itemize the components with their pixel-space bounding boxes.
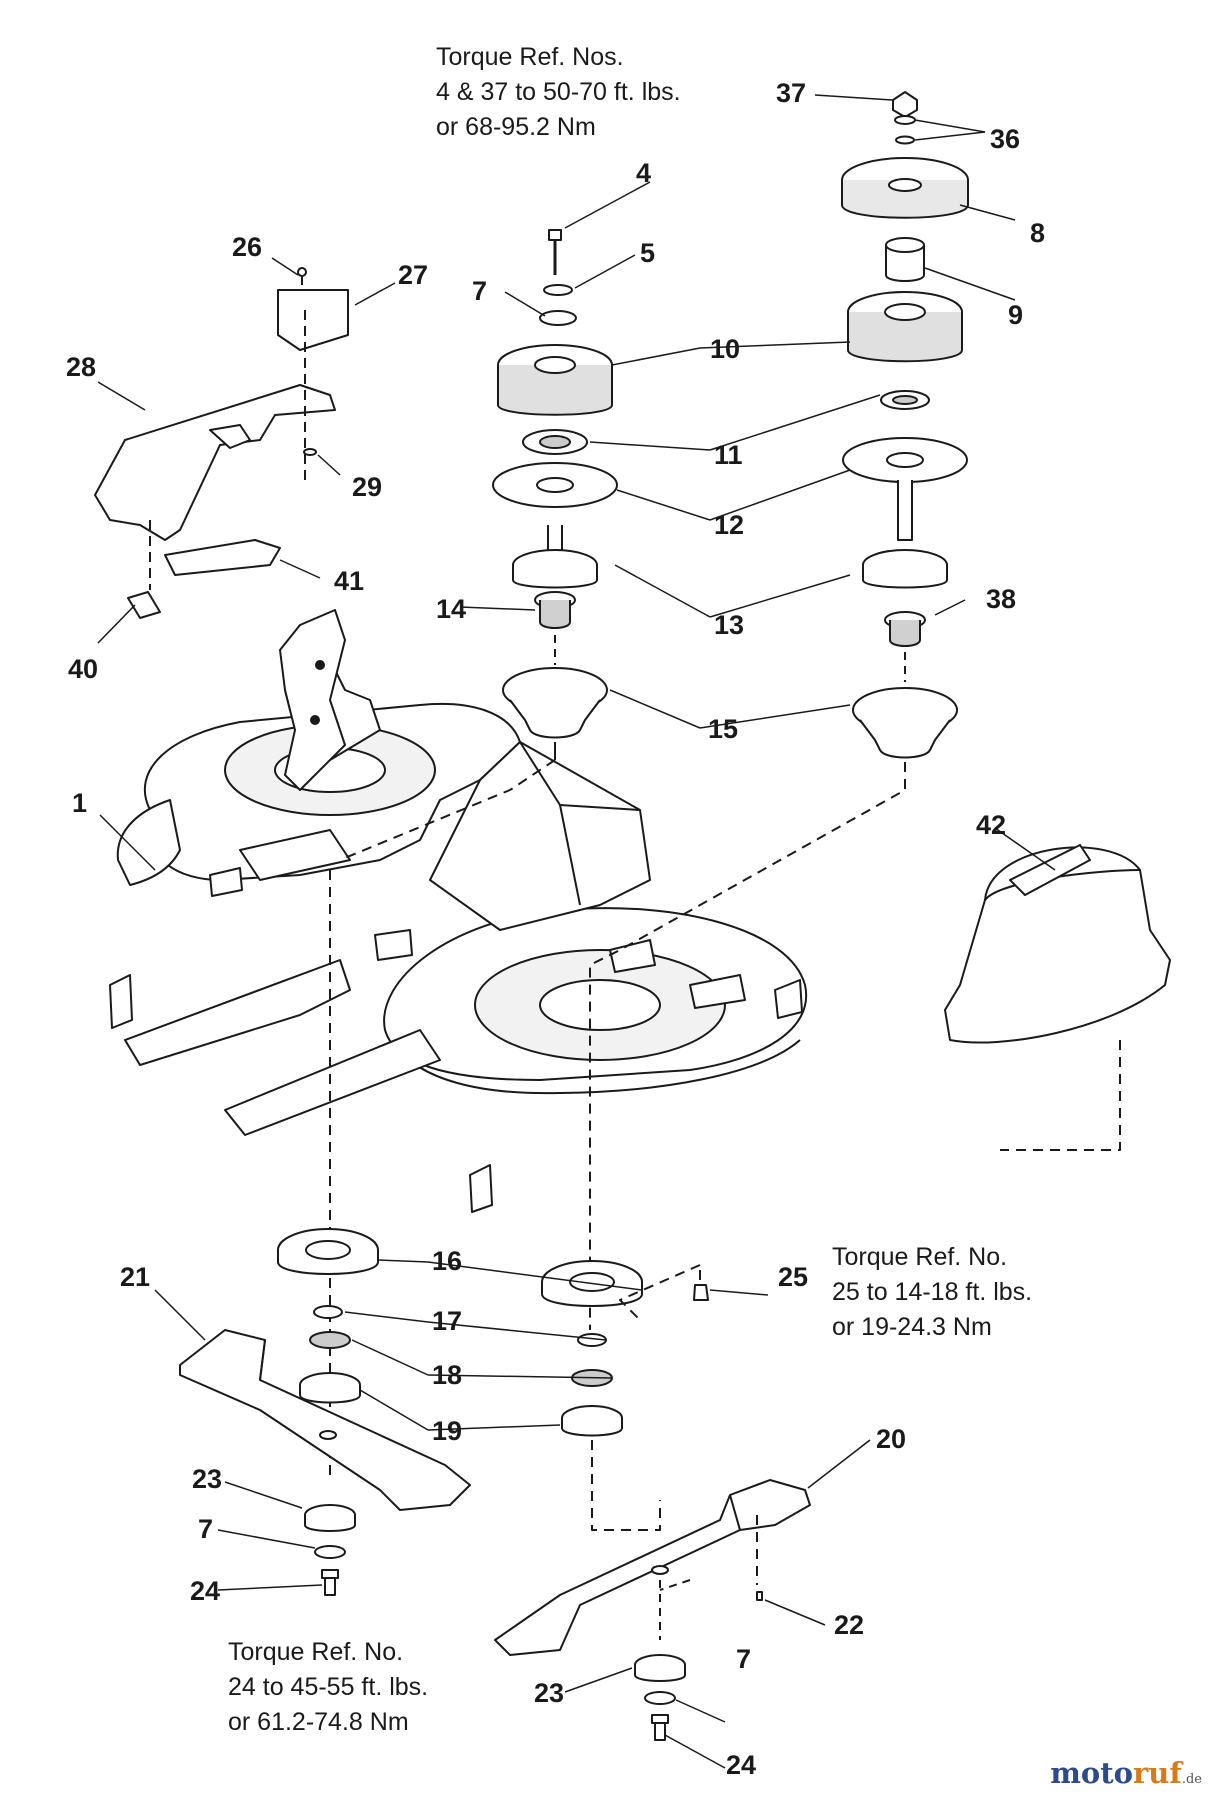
callout-7-right: 7 [736, 1644, 752, 1674]
callout-28: 28 [66, 352, 97, 382]
discharge-chute [944, 844, 1171, 1151]
callout-23-right: 23 [534, 1678, 565, 1708]
mower-deck-housing [109, 609, 808, 1213]
lower-right-stack [541, 1260, 709, 1531]
callout-9: 9 [1008, 300, 1024, 330]
right-spindle-stack [589, 91, 969, 1330]
callout-24-left: 24 [190, 1576, 221, 1606]
torque-note-blade-bolt: Torque Ref. No. 24 to 45-55 ft. lbs. or … [228, 1635, 428, 1740]
callout-5: 5 [640, 238, 656, 268]
callout-4: 4 [636, 158, 652, 188]
callout-26: 26 [232, 232, 263, 262]
callout-36: 36 [990, 124, 1021, 154]
callout-22: 22 [834, 1610, 865, 1640]
watermark-part-b: ruf [1133, 1756, 1182, 1790]
watermark-suffix: .de [1181, 1772, 1202, 1787]
belt-shield-cover [94, 267, 349, 619]
callout-23-left: 23 [192, 1464, 223, 1494]
torque-note-line: 24 to 45-55 ft. lbs. [228, 1673, 429, 1701]
lower-left-stack [277, 1228, 379, 1404]
callout-42: 42 [976, 810, 1007, 840]
torque-note-line: or 61.2-74.8 Nm [228, 1708, 409, 1736]
right-blade [494, 1479, 811, 1741]
callout-19: 19 [432, 1416, 463, 1446]
left-spindle-stack [329, 229, 618, 1480]
left-blade [179, 1329, 471, 1596]
callout-13: 13 [714, 610, 745, 640]
callout-17: 17 [432, 1306, 463, 1336]
callout-24-right: 24 [726, 1750, 757, 1780]
callout-40: 40 [68, 654, 99, 684]
callout-7-top: 7 [472, 276, 488, 306]
callout-25: 25 [778, 1262, 809, 1292]
callout-18: 18 [432, 1360, 463, 1390]
callout-16: 16 [432, 1246, 463, 1276]
callout-37: 37 [776, 78, 807, 108]
watermark-part-a: moto [1050, 1756, 1133, 1790]
callout-14: 14 [436, 594, 467, 624]
callout-15: 15 [708, 714, 739, 744]
watermark-logo: motoruf.de [1050, 1756, 1202, 1790]
torque-note-spindle: Torque Ref. Nos. 4 & 37 to 50-70 ft. lbs… [436, 40, 681, 145]
callout-10: 10 [710, 334, 741, 364]
leader-lines [97, 94, 1056, 1769]
callout-29: 29 [352, 472, 383, 502]
torque-note-line: Torque Ref. Nos. [436, 43, 624, 71]
callout-38: 38 [986, 584, 1017, 614]
torque-note-line: Torque Ref. No. [832, 1243, 1008, 1271]
callout-20: 20 [876, 1424, 907, 1454]
torque-note-screw: Torque Ref. No. 25 to 14-18 ft. lbs. or … [832, 1240, 1032, 1345]
callout-8: 8 [1030, 218, 1046, 248]
callout-41: 41 [334, 566, 365, 596]
callout-12: 12 [714, 510, 745, 540]
callout-1: 1 [72, 788, 88, 818]
torque-note-line: Torque Ref. No. [228, 1638, 404, 1666]
callout-21: 21 [120, 1262, 151, 1292]
watermark-text: motoruf [1050, 1756, 1182, 1790]
torque-note-line: 4 & 37 to 50-70 ft. lbs. [436, 78, 681, 106]
torque-note-line: 25 to 14-18 ft. lbs. [832, 1278, 1033, 1306]
callout-7-left: 7 [198, 1514, 214, 1544]
callout-11: 11 [714, 440, 743, 470]
torque-note-line: or 19-24.3 Nm [832, 1313, 992, 1341]
callout-27: 27 [398, 260, 429, 290]
torque-note-line: or 68-95.2 Nm [436, 113, 596, 141]
